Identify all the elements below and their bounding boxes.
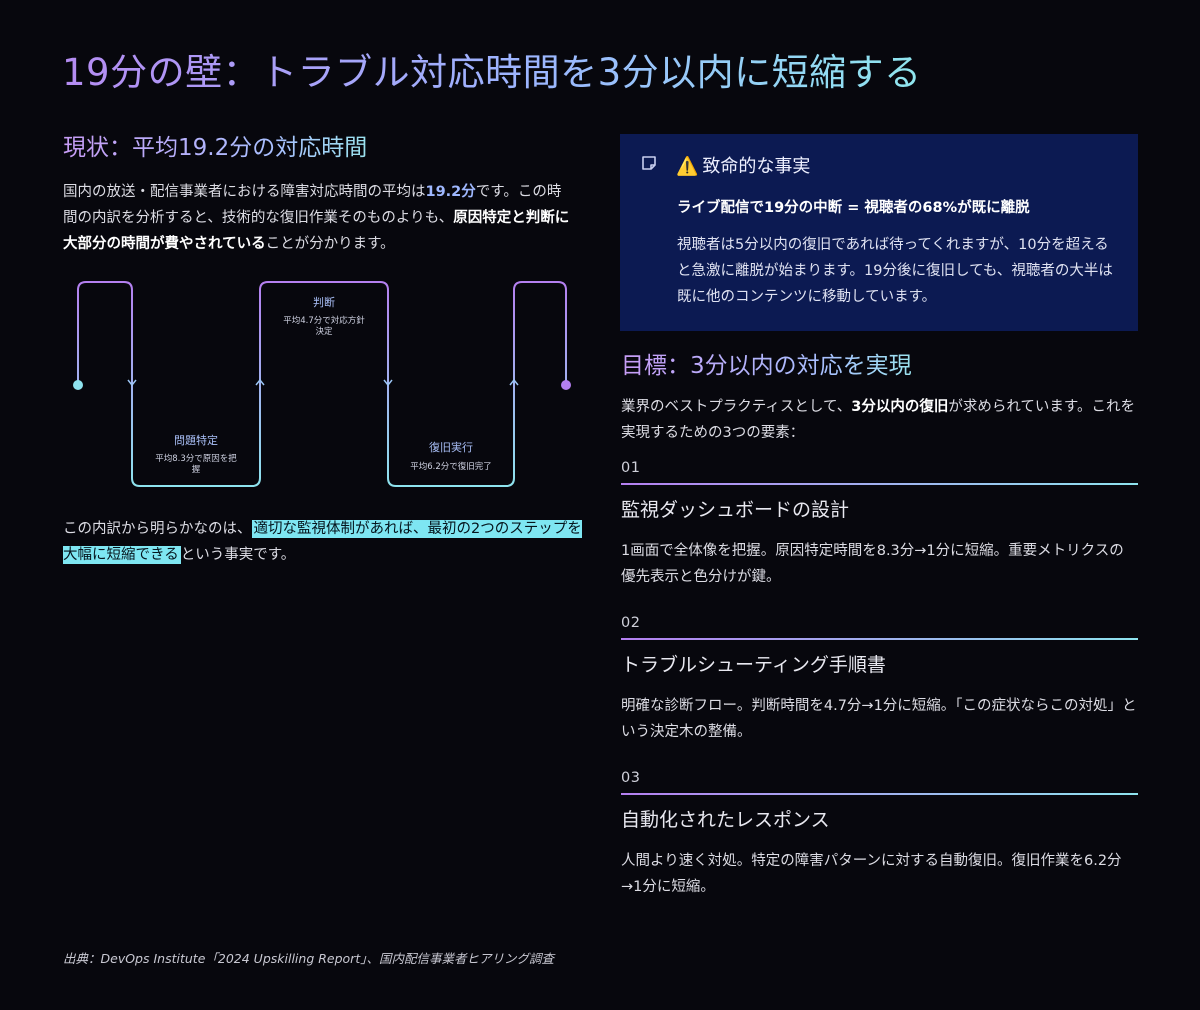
text-span: この内訳から明らかなのは、	[63, 521, 252, 537]
flow-end-dot	[561, 380, 571, 390]
current-paragraph: 国内の放送・配信事業者における障害対応時間の平均は19.2分です。この時間の内訳…	[63, 179, 573, 257]
item-description: 明確な診断フロー。判断時間を4.7分→1分に短縮。「この症状ならこの対処」という…	[621, 698, 1137, 740]
text-span: という事実です。	[180, 547, 296, 563]
callout-body: 視聴者は5分以内の復旧であれば待ってくれますが、10分を超えると急激に離脱が始ま…	[677, 237, 1113, 305]
chevron-down-icon	[127, 379, 137, 387]
flow-path	[77, 281, 567, 487]
step-desc-recover: 平均6.2分で復旧完了	[410, 461, 492, 472]
warning-icon: ⚠️	[676, 156, 699, 177]
callout-heading-text: 致命的な事実	[702, 156, 811, 177]
divider	[621, 638, 1138, 640]
flow-start-dot	[73, 380, 83, 390]
item-description: 人間より速く対処。特定の障害パターンに対する自動復旧。復旧作業を6.2分→1分に…	[621, 853, 1122, 895]
item-number: 01	[621, 460, 641, 476]
step-desc-identify-2: 握	[192, 464, 201, 475]
step-label-decide: 判断	[313, 295, 335, 309]
source-note: 出典：DevOps Institute「2024 Upskilling Repo…	[63, 951, 554, 966]
item-description: 1画面で全体像を把握。原因特定時間を8.3分→1分に短縮。重要メトリクスの優先表…	[621, 543, 1124, 585]
page-title: 19分の壁：トラブル対応時間を3分以内に短縮する	[62, 42, 922, 96]
bold-emphasis: 3分以内の復旧	[851, 399, 949, 415]
step-desc-decide-2: 決定	[315, 326, 333, 337]
flow-diagram: 問題特定 平均8.3分で原因を把 握 判断 平均4.7分で対応方針 決定 復旧実…	[73, 281, 571, 487]
item-title: 自動化されたレスポンス	[621, 809, 830, 831]
step-label-recover: 復旧実行	[429, 440, 473, 454]
goal-section: 目標：3分以内の対応を実現 業界のベストプラクティスとして、3分以内の復旧が求め…	[621, 346, 1138, 446]
text-span: 業界のベストプラクティスとして、	[621, 399, 852, 415]
text-span: 国内の放送・配信事業者における障害対応時間の平均は	[63, 184, 426, 200]
goal-item-1: 01 監視ダッシュボードの設計 1画面で全体像を把握。原因特定時間を8.3分→1…	[621, 460, 1138, 590]
callout-heading: ⚠️致命的な事実	[676, 152, 810, 178]
note-icon	[642, 156, 656, 170]
goal-item-2: 02 トラブルシューティング手順書 明確な診断フロー。判断時間を4.7分→1分に…	[621, 615, 1138, 745]
text-span: です。この時間の内訳を分析すると、技術的な復旧作業そのものよりも、	[63, 184, 562, 226]
current-heading: 現状：平均19.2分の対応時間	[63, 128, 367, 162]
divider	[621, 793, 1138, 795]
item-number: 02	[621, 615, 641, 631]
goal-item-3: 03 自動化されたレスポンス 人間より速く対処。特定の障害パターンに対する自動復…	[621, 770, 1138, 900]
average-time: 19.2分	[425, 184, 476, 200]
step-desc-decide: 平均4.7分で対応方針	[283, 315, 365, 326]
item-title: トラブルシューティング手順書	[621, 654, 886, 676]
item-title: 監視ダッシュボードの設計	[621, 499, 850, 521]
goal-intro: 業界のベストプラクティスとして、3分以内の復旧が求められています。これを実現する…	[621, 394, 1138, 446]
text-span: ことが分かります。	[265, 236, 395, 252]
current-section: 現状：平均19.2分の対応時間 国内の放送・配信事業者における障害対応時間の平均…	[63, 128, 573, 257]
goal-heading: 目標：3分以内の対応を実現	[621, 346, 912, 380]
chevron-up-icon	[509, 378, 519, 386]
text-span: が求められています。これを実現するための3つの要素：	[621, 399, 1135, 441]
chevron-up-icon	[255, 378, 265, 386]
step-desc-identify: 平均8.3分で原因を把	[155, 453, 237, 464]
step-label-identify: 問題特定	[174, 433, 218, 447]
divider	[621, 483, 1138, 485]
warning-callout: ⚠️致命的な事実 ライブ配信で19分の中断 = 視聴者の68%が既に離脱 視聴者…	[620, 134, 1138, 331]
item-number: 03	[621, 770, 641, 786]
chevron-down-icon	[383, 379, 393, 387]
bold-emphasis: 原因特定と判断に大部分の時間が費やされている	[63, 210, 570, 252]
conclusion-paragraph: この内訳から明らかなのは、適切な監視体制があれば、最初の2つのステップを大幅に短…	[63, 516, 583, 568]
callout-strong: ライブ配信で19分の中断 = 視聴者の68%が既に離脱	[677, 200, 1030, 216]
